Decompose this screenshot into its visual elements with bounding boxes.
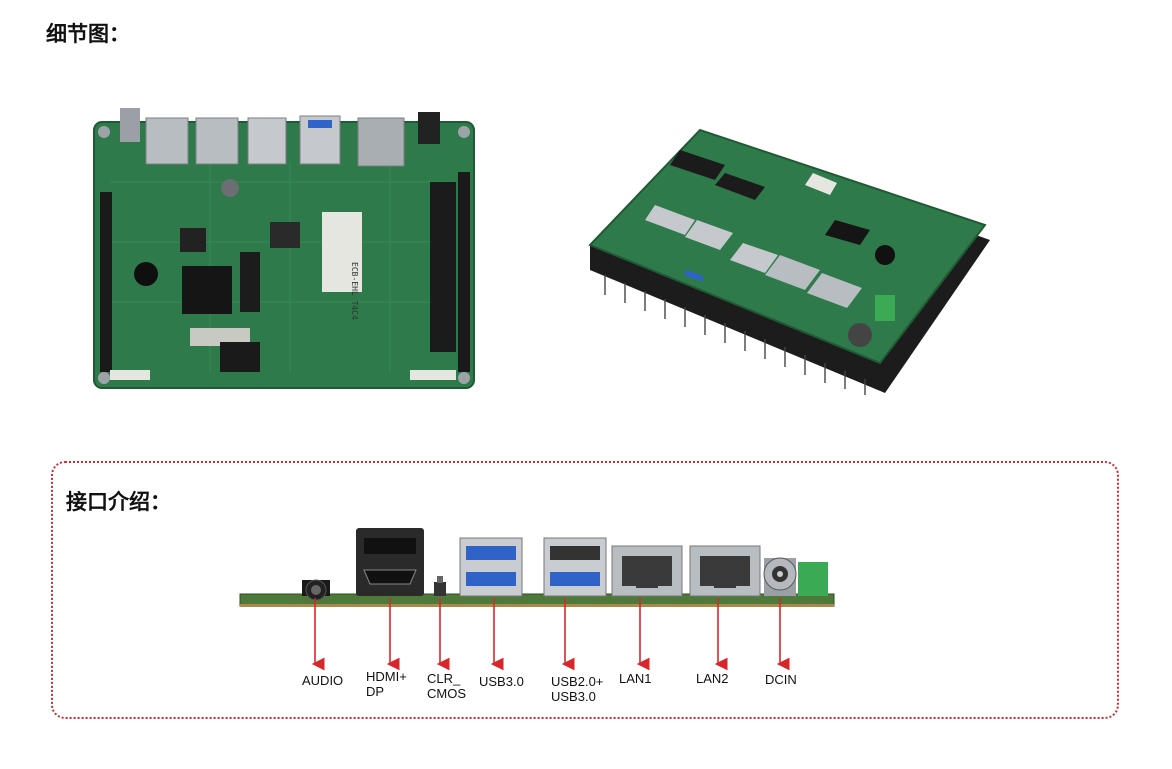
lan1-port — [611, 545, 683, 597]
port-label-dcin: DCIN — [765, 672, 797, 687]
port-label-audio: AUDIO — [302, 673, 344, 688]
port-label-lan2: LAN2 — [696, 671, 729, 686]
audio-jack — [302, 579, 330, 601]
dc-in-jack — [763, 557, 828, 596]
port-label-clr: CLR_ CMOS — [427, 671, 466, 701]
port-label-hdmi: HDMI+ DP — [366, 669, 407, 699]
lan2-port — [689, 545, 761, 597]
port-label-usb3: USB3.0 — [479, 674, 524, 689]
usb3-port — [459, 537, 523, 597]
ports-heading: 接口介绍： — [66, 490, 171, 514]
board-top-view-image: ECB-EHL T4C4 — [93, 108, 475, 389]
usb2-usb3-port — [543, 537, 607, 597]
clr-cmos-button — [434, 576, 446, 596]
board-isometric-image — [588, 128, 990, 395]
hdmi-dp-port — [356, 528, 424, 596]
port-label-lan1: LAN1 — [619, 671, 652, 686]
board-silkscreen: ECB-EHL T4C4 — [350, 262, 359, 320]
detail-heading: 细节图： — [46, 22, 130, 46]
port-label-usb2: USB2.0+ USB3.0 — [551, 674, 604, 704]
ports-section-frame — [51, 461, 1119, 719]
io-panel-image — [239, 528, 835, 607]
